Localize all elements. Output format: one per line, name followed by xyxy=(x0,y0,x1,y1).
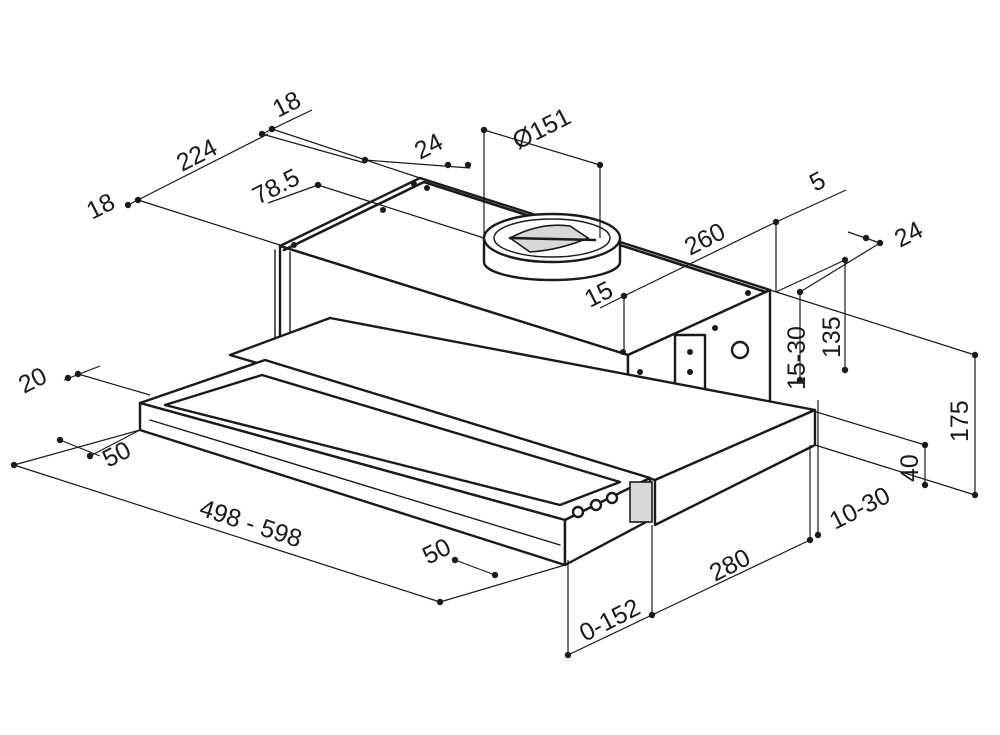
screw xyxy=(637,369,643,375)
knob xyxy=(605,491,619,505)
screw xyxy=(687,369,693,375)
dim-50-left: 50 xyxy=(98,436,135,474)
switch-panel xyxy=(629,481,653,523)
dim-5: 5 xyxy=(805,166,830,197)
visor-opening xyxy=(163,373,622,507)
top-rim xyxy=(282,180,768,294)
dim-18-left: 18 xyxy=(82,188,119,226)
dim-18-top: 18 xyxy=(268,86,305,124)
knob xyxy=(589,498,603,512)
knob xyxy=(571,505,585,519)
screw xyxy=(291,242,297,248)
side-outlet-icon xyxy=(730,340,750,360)
screw xyxy=(411,181,417,187)
screw xyxy=(620,349,626,355)
screw xyxy=(424,185,430,191)
screw xyxy=(745,290,751,296)
screw xyxy=(380,207,386,213)
dim-15-30: 15-30 xyxy=(783,326,811,390)
dim-0-152: 0-152 xyxy=(575,593,645,647)
dim-260: 260 xyxy=(680,217,730,261)
dim-24-top: 24 xyxy=(410,128,448,166)
dim-10-30: 10-30 xyxy=(825,481,895,535)
exhaust-collar xyxy=(482,212,622,282)
dimension-lines xyxy=(10,109,979,659)
dim-224: 224 xyxy=(172,133,222,177)
dim-135: 135 xyxy=(818,316,846,358)
screw xyxy=(712,325,718,331)
pull-out-visor xyxy=(138,316,817,567)
damper-axis xyxy=(508,236,597,242)
dim-40: 40 xyxy=(896,454,924,482)
screw xyxy=(687,349,693,355)
dim-24-right: 24 xyxy=(890,216,928,254)
dim-50-front: 50 xyxy=(418,533,455,571)
dim-280: 280 xyxy=(705,543,755,587)
dim-175: 175 xyxy=(946,400,974,442)
dim-78-5: 78.5 xyxy=(248,163,304,210)
dim-498-598: 498 - 598 xyxy=(196,494,305,553)
collar-inner xyxy=(493,218,611,258)
visor-front-line xyxy=(149,419,561,546)
dim-20: 20 xyxy=(14,362,51,400)
